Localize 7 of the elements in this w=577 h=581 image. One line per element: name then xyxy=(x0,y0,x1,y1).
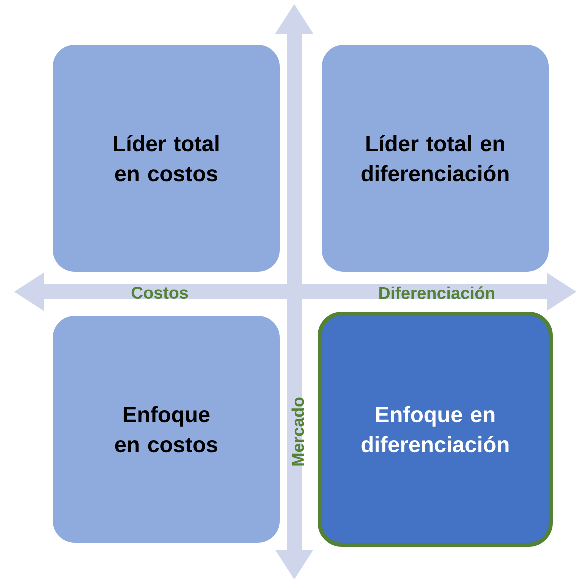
axis-label: Costos xyxy=(132,286,188,300)
quadrant-box: Líder total en diferenciación xyxy=(322,45,549,272)
axis-label: Mercado xyxy=(292,398,304,466)
quadrant-box: Líder total en costos xyxy=(53,45,280,272)
quadrant-box: Enfoque en diferenciación xyxy=(318,312,553,547)
axis-label: Diferenciación xyxy=(380,286,495,300)
quadrant-box: Enfoque en costos xyxy=(53,316,280,543)
